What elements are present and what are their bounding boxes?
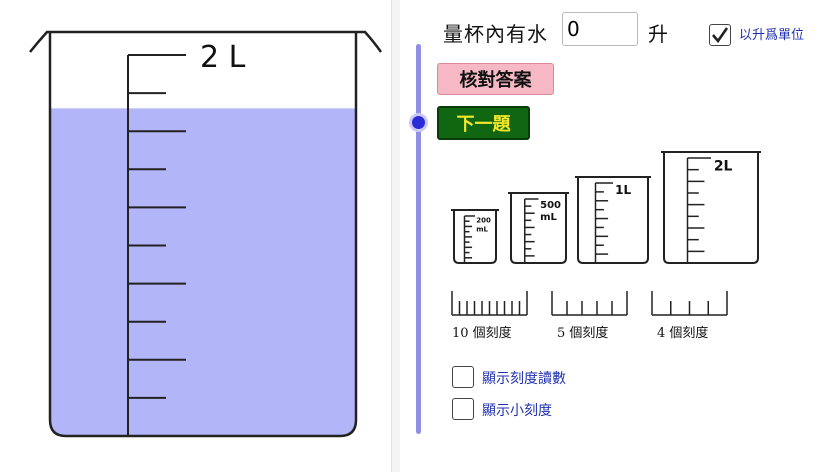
show-minor-checkbox[interactable]: [452, 398, 474, 420]
main-beaker-panel: 2 L: [0, 0, 390, 472]
unit-label: 升: [648, 22, 668, 46]
sample-beaker-label: 500: [540, 200, 561, 211]
scale-10-caption: 10 個刻度: [452, 326, 512, 341]
sample-beaker-label: mL: [476, 225, 488, 233]
scale-examples: [451, 291, 728, 316]
water-slider-thumb[interactable]: [409, 113, 428, 132]
answer-input[interactable]: [562, 12, 638, 46]
water-fill: [51, 108, 355, 435]
sample-beaker-outline: [575, 176, 651, 264]
next-question-button[interactable]: 下一題: [437, 106, 530, 140]
sample-beaker-label: 200: [476, 216, 491, 224]
show-minor-label: 顯示小刻度: [482, 403, 552, 419]
sample-beaker-outline: [451, 209, 499, 264]
sample-beaker: 2L: [661, 151, 761, 264]
litre-unit-checkbox[interactable]: [709, 24, 731, 46]
check-answer-button[interactable]: 核對答案: [437, 63, 554, 95]
checkmark-icon: [712, 27, 729, 44]
scale-4-caption: 4 個刻度: [657, 326, 709, 341]
scale-5-caption: 5 個刻度: [557, 326, 609, 341]
scale-example: [451, 291, 528, 316]
question-label: 量杯內有水: [443, 22, 548, 46]
water-slider-track[interactable]: [416, 44, 421, 434]
sample-beaker-label: mL: [540, 212, 557, 223]
litre-unit-label: 以升爲單位: [739, 28, 805, 43]
sample-beaker-label: 2L: [714, 159, 733, 175]
main-beaker-outline: [29, 30, 383, 438]
main-beaker-graphic: 2 L: [29, 30, 383, 438]
sample-beaker-outline: [508, 192, 569, 264]
sample-beaker: 1L: [575, 176, 651, 264]
sample-beaker-label: 1L: [615, 183, 631, 197]
show-reading-label: 顯示刻度讀數: [482, 371, 566, 387]
panel-divider[interactable]: [391, 0, 400, 472]
scale-example: [551, 291, 628, 316]
scale-example: [651, 291, 728, 316]
sample-beaker-outline: [661, 151, 761, 264]
capacity-label: 2 L: [200, 40, 246, 75]
show-reading-checkbox[interactable]: [452, 366, 474, 388]
